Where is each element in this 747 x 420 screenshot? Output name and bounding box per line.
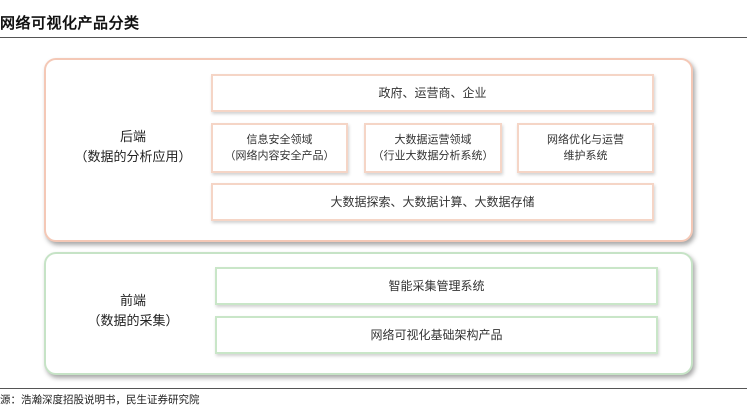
source-note: 源：浩瀚深度招股说明书，民生证券研究院 xyxy=(0,394,200,406)
mid-box-line1: 信息安全领域 xyxy=(246,133,313,146)
frontend-box-label: 网络可视化基础架构产品 xyxy=(370,328,503,342)
frontend-label-subtitle: （数据的采集） xyxy=(87,314,179,329)
frontend-label-title: 前端 xyxy=(119,294,146,309)
backend-top-box: 政府、运营商、企业 xyxy=(211,74,654,112)
mid-box-line2: （行业大数据分析系统） xyxy=(372,149,494,162)
frontend-box-collection: 智能采集管理系统 xyxy=(215,267,658,305)
backend-top-box-label: 政府、运营商、企业 xyxy=(378,86,487,100)
mid-box-line1: 大数据运营领域 xyxy=(394,133,472,146)
backend-mid-box-network: 网络优化与运营 维护系统 xyxy=(517,123,654,173)
header-divider xyxy=(0,37,747,38)
mid-box-line2: 维护系统 xyxy=(563,149,608,162)
footer-divider xyxy=(0,388,747,389)
frontend-label: 前端 （数据的采集） xyxy=(58,292,208,332)
backend-bottom-box-label: 大数据探索、大数据计算、大数据存储 xyxy=(330,195,535,209)
frontend-box-label: 智能采集管理系统 xyxy=(388,279,485,293)
frontend-box-infrastructure: 网络可视化基础架构产品 xyxy=(215,316,658,354)
mid-box-line1: 网络优化与运营 xyxy=(547,133,624,146)
backend-label: 后端 （数据的分析应用） xyxy=(58,128,208,168)
backend-label-title: 后端 xyxy=(119,130,146,145)
backend-bottom-box: 大数据探索、大数据计算、大数据存储 xyxy=(211,183,654,221)
backend-mid-box-security: 信息安全领域 （网络内容安全产品） xyxy=(211,123,348,173)
backend-label-subtitle: （数据的分析应用） xyxy=(74,150,192,165)
page-title: 网络可视化产品分类 xyxy=(0,14,140,32)
mid-box-line2: （网络内容安全产品） xyxy=(224,149,335,162)
backend-mid-box-bigdata: 大数据运营领域 （行业大数据分析系统） xyxy=(364,123,502,173)
